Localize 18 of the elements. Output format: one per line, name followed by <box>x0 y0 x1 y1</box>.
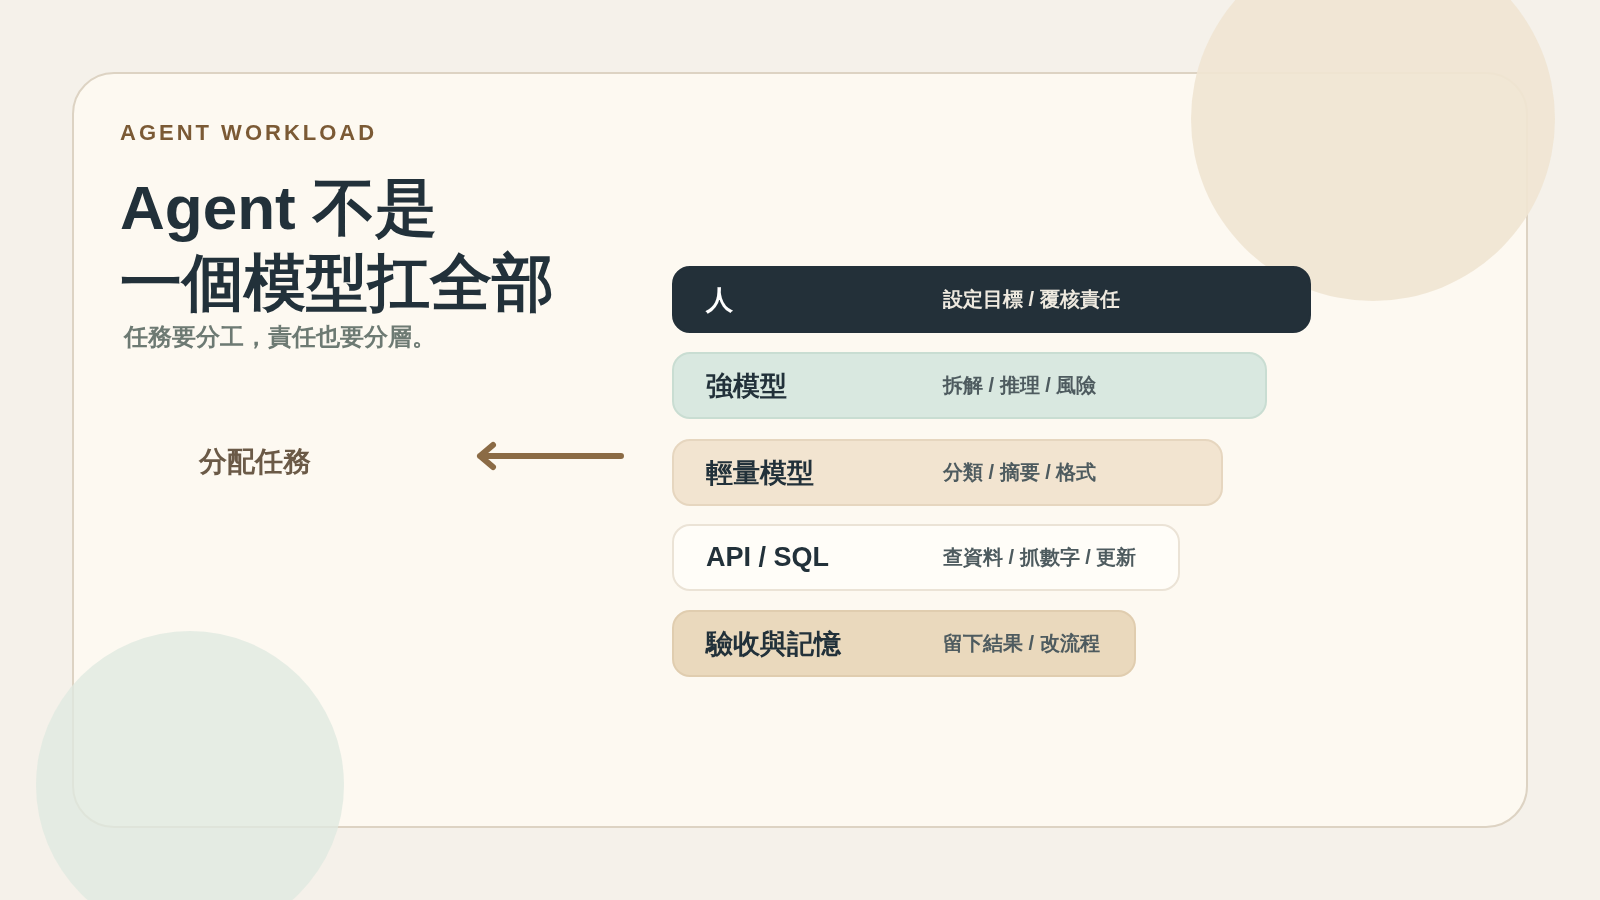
layer-bar <box>672 266 1311 333</box>
layer-name: 人 <box>706 283 733 317</box>
layer-bar <box>672 610 1136 677</box>
layer-bar <box>672 439 1223 506</box>
layer-bar <box>672 524 1180 591</box>
layer-duties: 查資料 / 抓數字 / 更新 <box>943 545 1137 570</box>
layer-name: API / SQL <box>706 542 830 573</box>
eyebrow-text: AGENT WORKLOAD <box>120 120 378 146</box>
subtitle-text: 任務要分工，責任也要分層。 <box>124 322 436 352</box>
layer-duties: 留下結果 / 改流程 <box>943 631 1100 656</box>
task-label: 分配任務 <box>199 445 311 479</box>
layer-name: 驗收與記憶 <box>706 627 841 661</box>
layer-duties: 設定目標 / 覆核責任 <box>943 287 1120 312</box>
layer-name: 強模型 <box>706 369 787 403</box>
layer-name: 輕量模型 <box>706 456 814 490</box>
layer-bar <box>672 352 1267 419</box>
layer-duties: 分類 / 摘要 / 格式 <box>943 460 1097 485</box>
layer-duties: 拆解 / 推理 / 風險 <box>943 373 1097 398</box>
